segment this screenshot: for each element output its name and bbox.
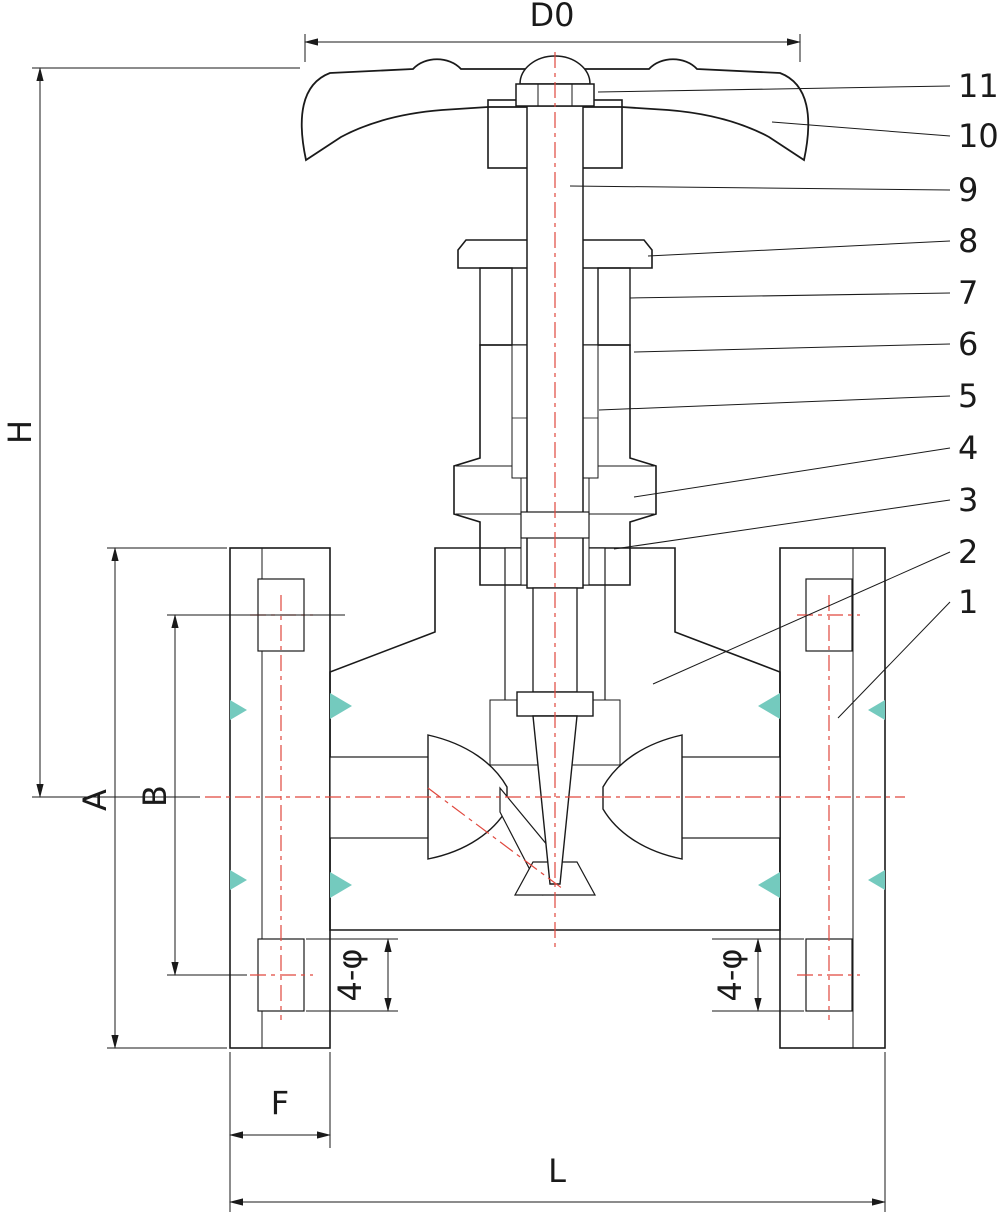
dim-label-h: H [1,420,39,444]
dimension-f: F [229,1052,331,1212]
callout-7: 7 [958,274,978,312]
leader-6 [633,343,951,353]
right-seat-cone [602,734,683,860]
leader-8 [647,240,951,257]
callout-3: 3 [958,481,978,519]
callout-11: 11 [958,67,999,105]
callout-numbers: 11 10 9 8 7 6 5 4 3 2 1 [958,67,999,621]
leader-1 [837,601,951,719]
needle-disc [532,715,578,885]
chamfer-mark [758,693,780,719]
leader-2 [652,551,951,685]
dimension-l: L [229,1052,886,1212]
leader-7 [629,292,951,299]
dimension-d0: D0 [304,0,801,62]
passage-centerline [427,787,564,890]
dimension-bolt-right: 4-φ [711,938,804,1012]
gland-bushing [511,267,528,346]
chamfer-mark [330,693,352,719]
callout-4: 4 [958,429,978,467]
dimension-h: H [1,67,300,798]
callout-10: 10 [958,117,999,155]
dim-label-a: A [76,789,114,811]
callout-leaders [569,85,951,719]
gland-bushing [582,267,599,346]
centerlines [205,52,905,1020]
leader-4 [633,447,951,498]
stem-end-dome [519,55,591,85]
callout-1: 1 [958,583,978,621]
leader-10 [771,121,951,137]
leader-3 [613,499,951,550]
left-flange [229,547,331,1049]
dim-label-bolt-left: 4-φ [331,948,369,1001]
bonnet [453,344,657,586]
dimension-bolt-left: 4-φ [306,938,398,1012]
chamfer-mark [330,872,352,898]
chamfer-mark [230,700,247,720]
dim-label-bolt-right: 4-φ [711,948,749,1001]
leader-9 [569,185,951,191]
packing-nut-wall [479,267,513,346]
packing-nut-wall [597,267,631,346]
packing-nut-collar [457,239,653,269]
dimension-a: A [76,547,227,1049]
dim-label-l: L [548,1152,566,1190]
callout-6: 6 [958,325,978,363]
callout-8: 8 [958,222,978,260]
handwheel-dish [300,58,810,162]
chamfer-mark [868,700,885,720]
chamfer-mark [868,870,885,890]
chamfer-mark [758,872,780,898]
chamfer-mark [230,870,247,890]
dimension-b: B [136,614,345,976]
dim-label-d0: D0 [530,0,575,34]
callout-9: 9 [958,171,978,209]
dim-label-b: B [136,785,174,807]
right-flange [779,547,886,1049]
body-section [329,547,781,931]
leader-11 [597,85,951,93]
dim-label-f: F [271,1084,289,1122]
callout-2: 2 [958,533,978,571]
leader-5 [598,395,951,411]
callout-5: 5 [958,377,978,415]
